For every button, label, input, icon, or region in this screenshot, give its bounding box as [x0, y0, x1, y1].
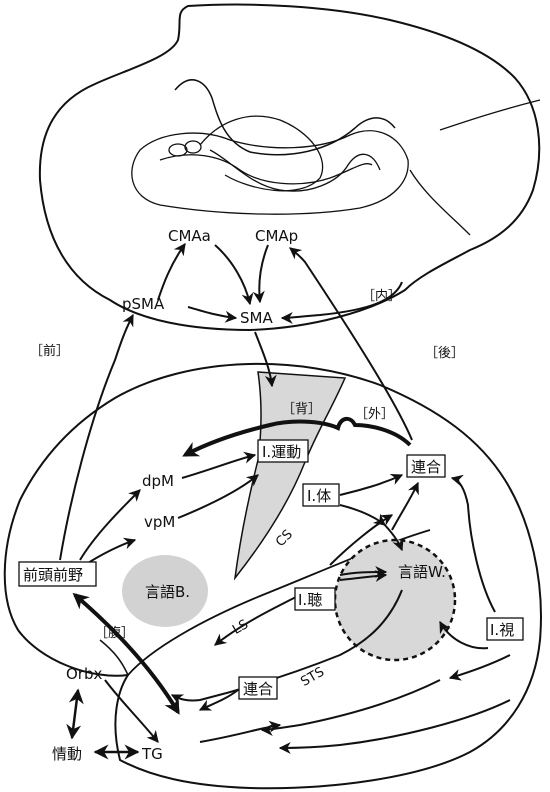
anterior-label: ［前］: [30, 343, 69, 359]
dpm-label: dpM: [142, 472, 174, 490]
wernicke-area: [333, 538, 457, 662]
arrow-orbx-emotion: [66, 688, 84, 740]
cmap-label: CMAp: [255, 227, 298, 245]
arrow-assoc-bottom-to-tg: [198, 689, 239, 711]
arrow-prefrontal-to-vpm: [84, 537, 137, 566]
prefrontal-box: [18, 561, 97, 587]
arrow-prefrontal-to-psma: [59, 313, 134, 561]
visual-box: [486, 617, 524, 641]
corpus-callosum: [174, 79, 396, 156]
arrow-somato-to-wernicke: [339, 504, 386, 526]
bold-arrows: [66, 416, 412, 760]
auditory-box: [294, 587, 336, 611]
arrow-somato-to-assoc: [339, 474, 404, 496]
vpm-label: vpM: [144, 513, 175, 531]
arrow-ls-to-prefrontal: [214, 594, 301, 646]
auditory-label: I.聴: [298, 591, 322, 609]
medial-label: ［内］: [362, 288, 401, 304]
arrow-visual-to-assoc: [450, 474, 496, 613]
assoc-top-box: [406, 454, 446, 478]
medial-brain-view: [38, 3, 541, 332]
bold-arrow-assoc-to-dpm: [182, 416, 412, 457]
arrow-visual-to-temporal: [448, 654, 511, 681]
arrow-temporal-to-tg-2: [278, 699, 511, 754]
bold-arrow-prefrontal-tg: [72, 592, 180, 715]
lateral-label: ［外］: [355, 407, 394, 422]
medial-brain-outline: [38, 3, 541, 332]
arrow-cmap-to-sma: [252, 244, 269, 304]
arrow-dpm-to-motor: [181, 451, 257, 479]
arrow-prefrontal-to-dpm: [79, 489, 141, 561]
arrow-assoc-to-cmap: [289, 247, 413, 441]
visual-label: I.視: [490, 621, 514, 639]
psma-label: pSMA: [122, 295, 165, 313]
dorsal-label: ［背］: [282, 402, 321, 417]
assoc-bottom-box: [238, 676, 278, 700]
arrow-visual-to-wernicke: [439, 620, 489, 650]
emotion-label: 情動: [52, 745, 82, 763]
arrow-auditory-to-wernicke-2: [339, 570, 388, 582]
arrow-temporal-to-tg-1: [260, 679, 441, 736]
tg-label: TG: [141, 745, 163, 763]
arrow-tg-up-to-assoc: [199, 720, 282, 743]
motor-box: [257, 439, 309, 463]
cingulate-inner: [159, 154, 373, 185]
ls-label: LS: [230, 617, 251, 638]
arrow-psma-to-cmaa: [157, 243, 186, 301]
lateral-brain-outline: [3, 362, 542, 790]
somato-box: [302, 483, 340, 507]
cs-label: CS: [273, 527, 296, 550]
anterior-commissure: [168, 143, 188, 157]
arrow-cmaa-to-sma: [214, 244, 254, 306]
assoc-top-label: 連合: [411, 458, 441, 476]
posterior-label: ［後］: [425, 346, 464, 361]
arrow-sma-to-motor: [254, 331, 277, 388]
thalamus-region: [199, 115, 324, 192]
anterior-commissure-2: [184, 140, 202, 154]
wernicke-label: 言語W.: [398, 563, 446, 581]
assoc-bottom-label: 連合: [243, 680, 273, 698]
cingulate-gyrus: [131, 130, 409, 215]
somato-label: I.体: [307, 487, 331, 505]
insula-notch: [99, 639, 129, 676]
arrow-orbx-to-tg: [104, 679, 159, 743]
cmaa-label: CMAa: [168, 227, 211, 245]
motor-label: I.運動: [262, 443, 301, 461]
sma-label: SMA: [240, 309, 273, 327]
arrow-vpm-to-motor: [177, 474, 259, 519]
arrow-psma-to-sma: [187, 306, 238, 323]
prefrontal-label: 前頭前野: [23, 566, 83, 584]
broca-label: 言語B.: [145, 583, 190, 601]
orbx-label: Orbx: [66, 665, 102, 683]
arrow-auditory-to-assoc: [329, 514, 394, 566]
arrow-medial-to-sma: [280, 281, 403, 324]
calcarine-sulcus: [439, 99, 541, 131]
arrow-wernicke-to-assoc: [391, 481, 419, 531]
parieto-occipital-sulcus: [409, 169, 471, 236]
ventral-label: ［腹］: [95, 625, 134, 641]
fornix: [209, 149, 381, 192]
